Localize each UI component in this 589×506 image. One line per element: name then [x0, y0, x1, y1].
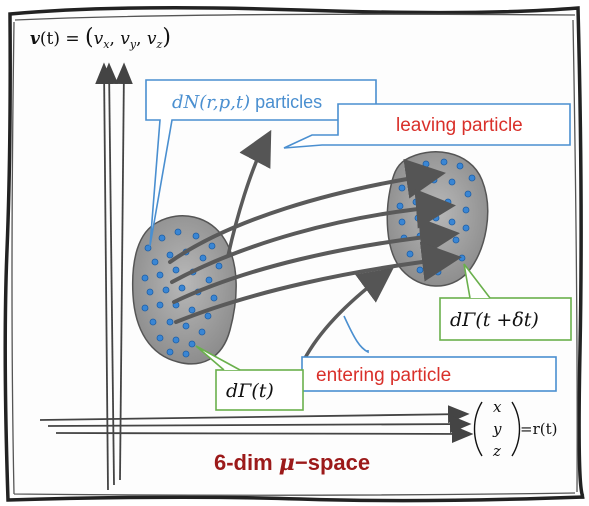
particles-callout [145, 79, 377, 247]
flow-arrows [168, 158, 462, 324]
gamma-t-dt-text: dΓ(t +δt) [450, 309, 539, 331]
gamma-t-dt-callout [439, 263, 572, 341]
entering-particle-path [302, 267, 394, 361]
position-axis [39, 405, 474, 443]
svg-text:y: y [492, 420, 502, 438]
particles-callout-text: dN(r,p,t) particles [172, 92, 322, 113]
position-label: x y z =r(t) [473, 398, 557, 460]
svg-text:x: x [493, 398, 502, 416]
entering-particle-callout [301, 315, 557, 392]
gamma-t-text: dΓ(t) [226, 380, 274, 402]
leaving-particle-path [226, 129, 272, 257]
gamma-t-callout [195, 345, 304, 411]
velocity-label: v(t) = (vx, vy, vz) [30, 25, 171, 51]
svg-text:=r(t): =r(t) [520, 420, 557, 438]
space-title: 6-dim μ−space [214, 450, 371, 476]
entering-particle-text: entering particle [316, 365, 451, 386]
leaving-particle-callout [283, 103, 571, 149]
svg-text:z: z [492, 442, 501, 460]
leaving-particle-text: leaving particle [396, 115, 523, 136]
particles-left [141, 228, 223, 358]
